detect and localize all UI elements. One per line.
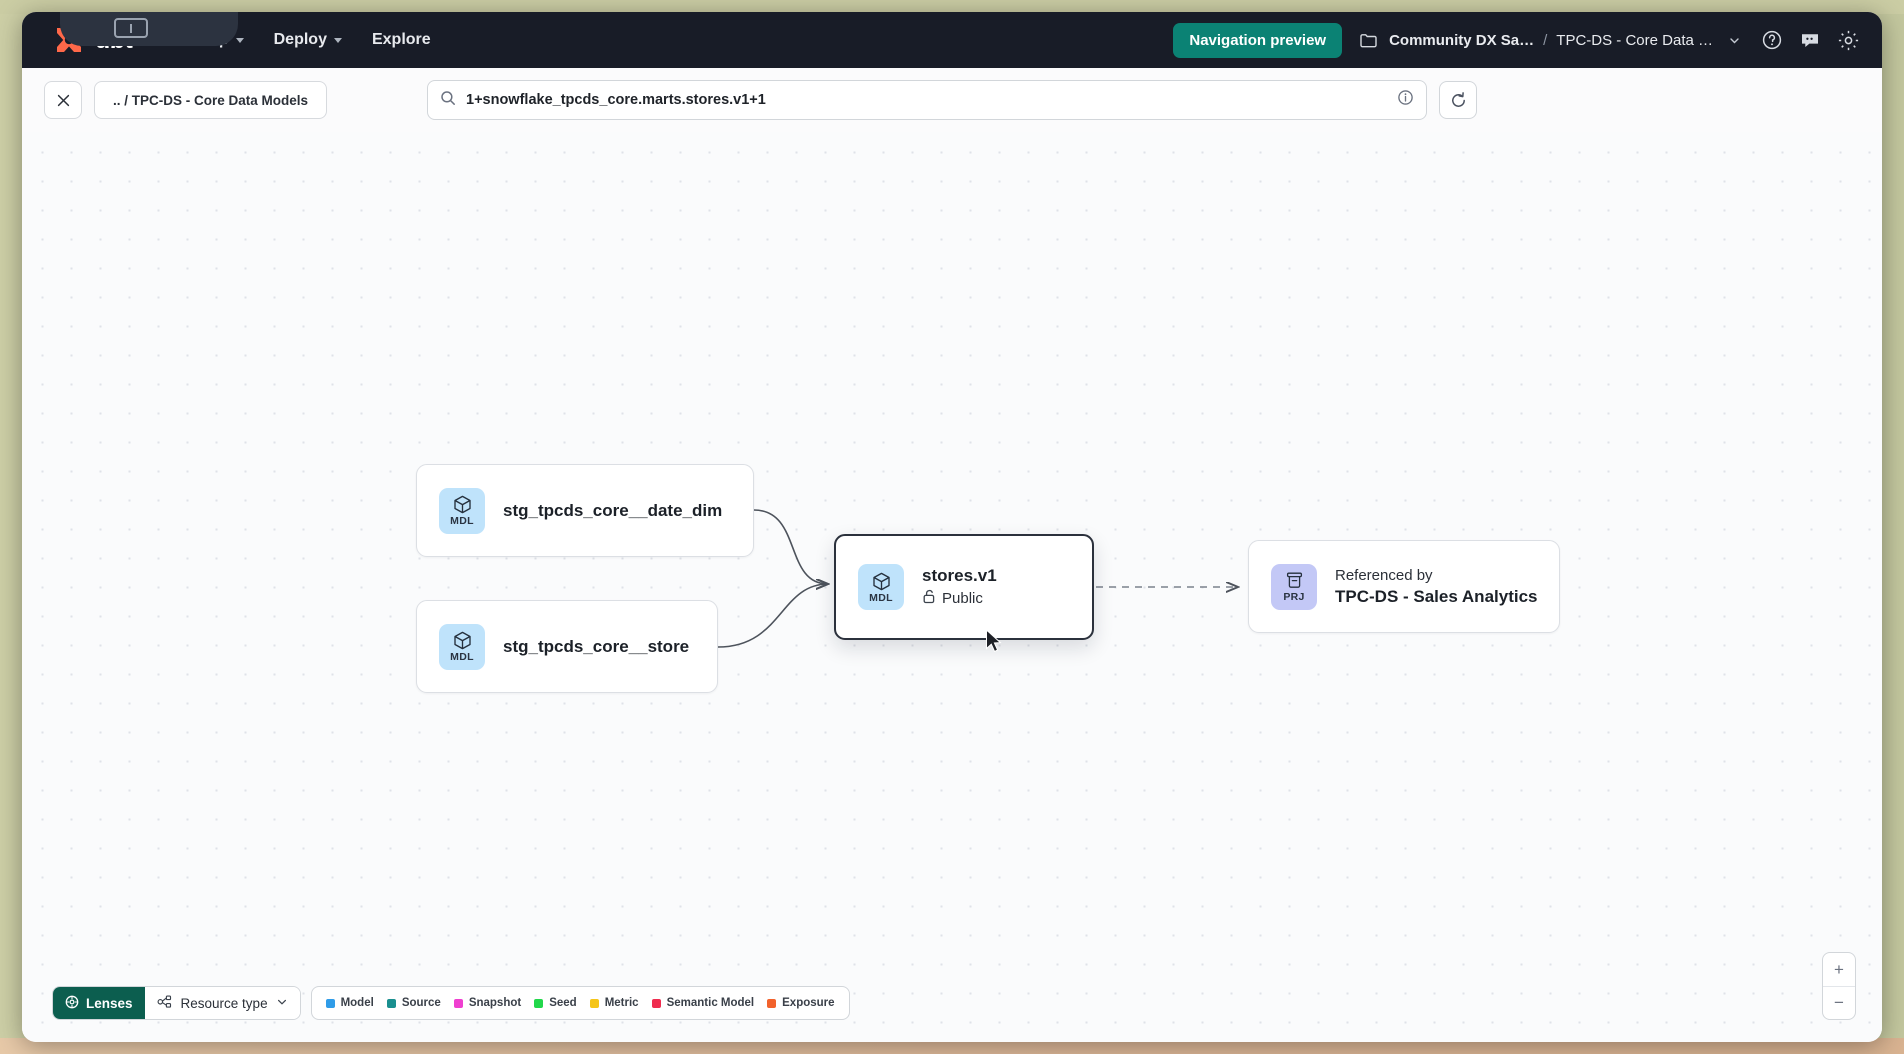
legend-label: Source	[401, 997, 441, 1009]
legend-label: Semantic Model	[666, 997, 755, 1009]
legend-label: Metric	[604, 997, 639, 1009]
lineage-bottom-controls: Lenses Resource type	[52, 986, 850, 1020]
lenses-label: Lenses	[86, 995, 133, 1011]
legend-label: Snapshot	[468, 997, 522, 1009]
node-access-label: Public	[942, 590, 983, 607]
zoom-in-button[interactable]: +	[1834, 959, 1844, 979]
app-window: dbt Develop Deploy Explore Navigation pr…	[22, 12, 1882, 1042]
nav-item-explore-label: Explore	[371, 31, 431, 48]
zoom-out-button[interactable]: −	[1823, 986, 1855, 1019]
lineage-edges	[717, 509, 1882, 648]
search-icon	[440, 90, 456, 111]
edge-date-dim-to-stores	[753, 509, 828, 584]
cube-icon	[453, 495, 471, 514]
node-badge-label: MDL	[450, 515, 474, 528]
node-label: stg_tpcds_core__store	[503, 636, 690, 656]
nav-item-deploy[interactable]: Deploy	[274, 31, 342, 49]
legend-item-exposure: Exposure	[767, 997, 835, 1009]
lineage-node-stg-date-dim[interactable]: MDL stg_tpcds_core__date_dim	[416, 464, 754, 557]
desktop-edge-bottom	[0, 1038, 1904, 1054]
node-title: TPC-DS - Sales Analytics	[1335, 586, 1538, 606]
nav-item-explore[interactable]: Explore	[372, 31, 431, 49]
node-badge-model: MDL	[858, 564, 904, 610]
node-badge-project: PRJ	[1271, 563, 1317, 610]
cube-icon	[453, 631, 471, 650]
navigation-preview-button[interactable]: Navigation preview	[1173, 22, 1343, 58]
desktop-edge-left	[0, 0, 26, 1054]
legend-label: Model	[340, 997, 374, 1009]
legend-swatch	[325, 998, 335, 1008]
legend-swatch	[589, 998, 599, 1008]
legend-label: Seed	[549, 997, 577, 1009]
chevron-down-icon	[235, 37, 244, 43]
legend-item-source: Source	[386, 997, 441, 1009]
node-label: stg_tpcds_core__date_dim	[503, 500, 723, 520]
close-lineage-button[interactable]	[44, 81, 82, 119]
nav-item-deploy-label: Deploy	[273, 31, 327, 48]
node-badge-model: MDL	[439, 487, 485, 534]
lineage-node-referenced-by-project[interactable]: PRJ Referenced by TPC-DS - Sales Analyti…	[1248, 540, 1560, 633]
info-circle-icon[interactable]	[1397, 89, 1414, 111]
node-badge-label: MDL	[869, 591, 893, 604]
legend-swatch	[534, 998, 544, 1008]
node-badge-label: MDL	[450, 651, 474, 664]
breadcrumb-current-resource[interactable]: .. / TPC-DS - Core Data Models	[94, 81, 328, 119]
lenses-button[interactable]: Lenses	[53, 987, 145, 1019]
lineage-node-stg-store[interactable]: MDL stg_tpcds_core__store	[416, 600, 718, 693]
folder-icon	[1356, 28, 1380, 52]
lineage-node-stores-v1[interactable]: MDL stores.v1 Public	[834, 534, 1094, 640]
legend-swatch	[651, 998, 661, 1008]
unlock-icon	[922, 589, 936, 608]
window-control-pill	[60, 12, 238, 46]
chevron-down-icon	[276, 996, 288, 1011]
chevron-down-icon[interactable]	[1722, 28, 1746, 52]
resource-type-icon	[157, 995, 173, 1012]
resource-type-legend: Model Source Snapshot Seed Metric	[310, 986, 850, 1020]
search-input[interactable]: 1+snowflake_tpcds_core.marts.stores.v1+1	[466, 92, 766, 108]
node-badge-label: PRJ	[1283, 591, 1305, 604]
breadcrumb: Community DX Sa… / TPC-DS - Core Data …	[1356, 28, 1746, 52]
breadcrumb-project[interactable]: TPC-DS - Core Data …	[1556, 31, 1713, 49]
desktop-edge-top	[0, 0, 1904, 14]
resource-type-label: Resource type	[180, 995, 268, 1011]
node-caption: Referenced by	[1335, 566, 1433, 584]
legend-item-seed: Seed	[534, 997, 577, 1009]
top-nav-right-group: Navigation preview Community DX Sa… / TP…	[1173, 22, 1860, 58]
lens-icon	[65, 995, 79, 1012]
lens-control-group: Lenses Resource type	[52, 986, 301, 1020]
lineage-search-box[interactable]: 1+snowflake_tpcds_core.marts.stores.v1+1	[427, 80, 1427, 120]
node-access-row: Public	[922, 589, 997, 608]
legend-item-model: Model	[325, 997, 374, 1009]
node-badge-model: MDL	[439, 623, 485, 670]
zoom-controls: + −	[1822, 952, 1856, 1020]
lineage-canvas[interactable]: MDL stg_tpcds_core__date_dim MDL stg_tpc…	[22, 132, 1882, 1042]
legend-swatch	[767, 998, 777, 1008]
window-control-icon	[114, 18, 148, 38]
refresh-button[interactable]	[1439, 81, 1477, 119]
lineage-search-group: 1+snowflake_tpcds_core.marts.stores.v1+1	[427, 80, 1477, 120]
feedback-icon[interactable]	[1798, 28, 1822, 52]
lineage-toolbar: .. / TPC-DS - Core Data Models 1+snowfla…	[22, 68, 1882, 132]
node-text-stack: Referenced by TPC-DS - Sales Analytics	[1335, 567, 1538, 607]
legend-swatch	[386, 998, 396, 1008]
edge-store-to-stores	[717, 584, 828, 648]
chevron-down-icon	[333, 37, 342, 43]
cube-icon	[872, 572, 890, 591]
help-icon[interactable]	[1760, 28, 1784, 52]
breadcrumb-separator: /	[1543, 31, 1548, 49]
legend-label: Exposure	[782, 997, 835, 1009]
legend-item-semantic-model: Semantic Model	[651, 997, 755, 1009]
breadcrumb-account[interactable]: Community DX Sa…	[1389, 31, 1535, 49]
project-stack-icon	[1286, 572, 1302, 589]
top-navigation-bar: dbt Develop Deploy Explore Navigation pr…	[22, 12, 1882, 68]
legend-item-snapshot: Snapshot	[453, 997, 522, 1009]
desktop-edge-right	[1878, 0, 1904, 1054]
node-text-stack: stores.v1 Public	[922, 566, 997, 608]
node-title: stores.v1	[922, 566, 997, 585]
legend-item-metric: Metric	[589, 997, 639, 1009]
settings-gear-icon[interactable]	[1836, 28, 1860, 52]
resource-type-dropdown[interactable]: Resource type	[144, 987, 300, 1019]
legend-swatch	[453, 998, 463, 1008]
